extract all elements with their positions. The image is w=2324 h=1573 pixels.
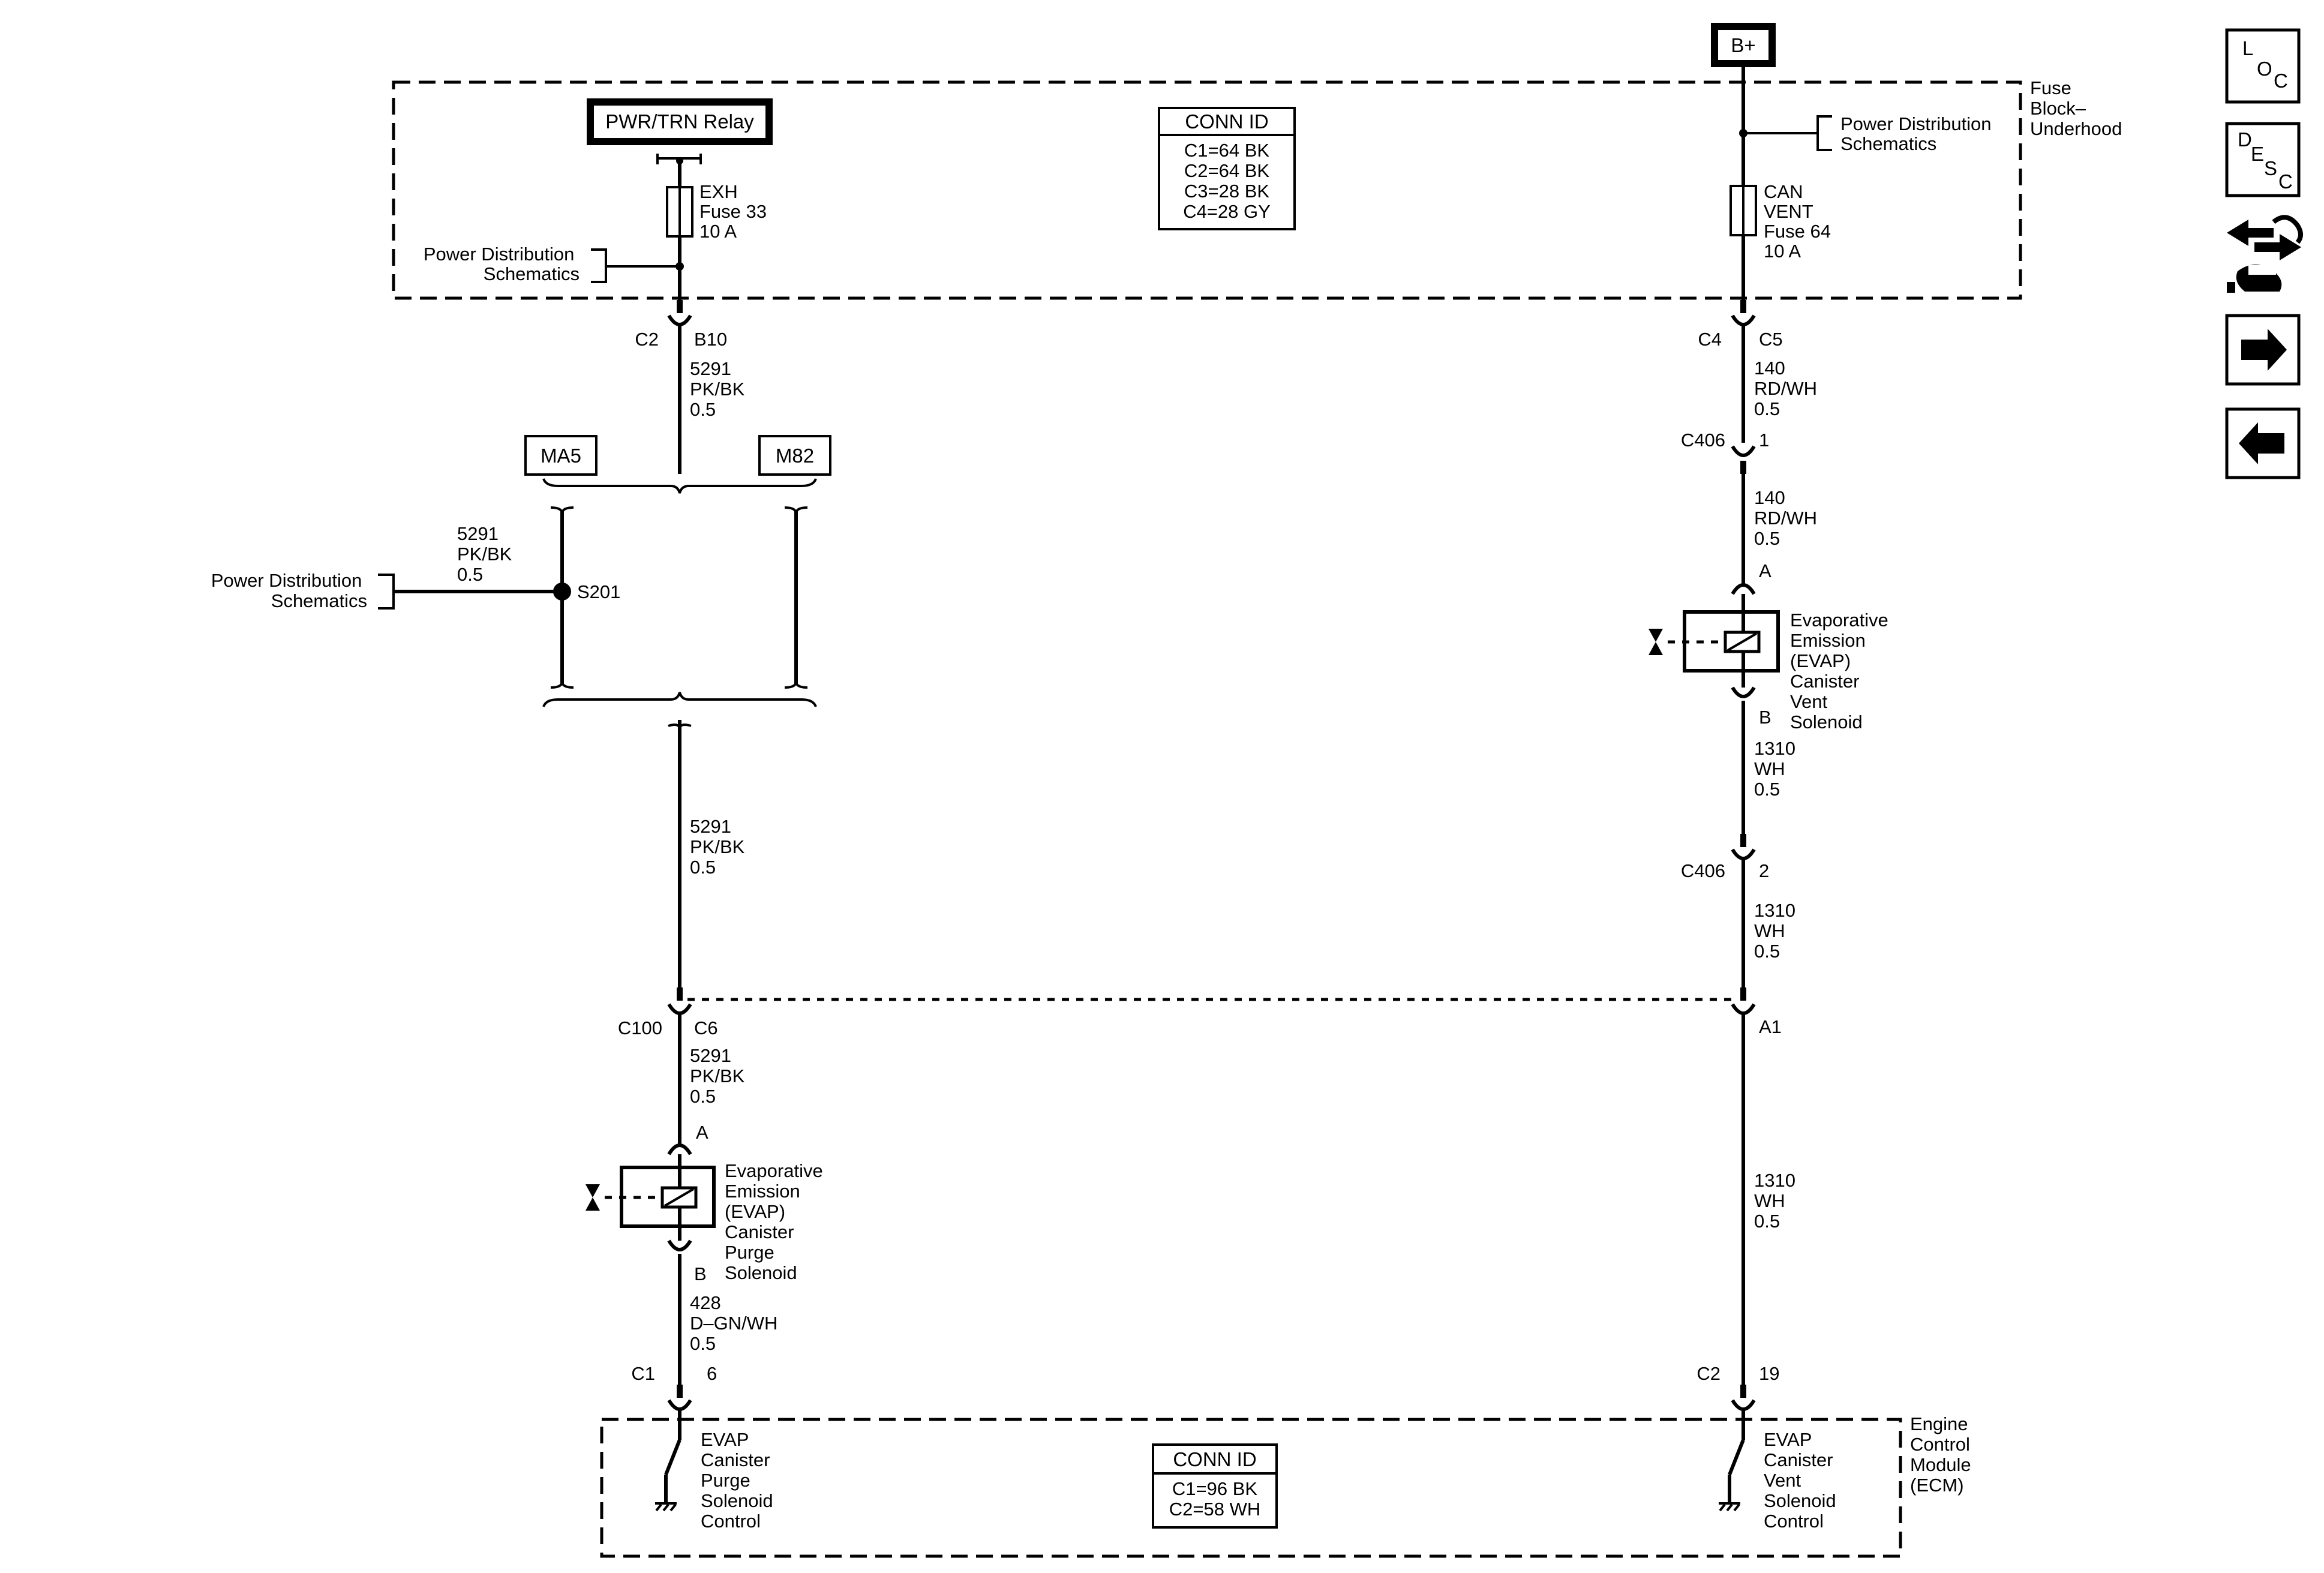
ecm-label: Engine Control Module (ECM) <box>1910 1413 1976 1496</box>
svg-text:MA5: MA5 <box>541 445 581 467</box>
power-distribution-ref-splice: Power Distribution Schematics <box>211 570 395 611</box>
connector-c100-c6: C100 C6 <box>618 987 718 1038</box>
svg-text:C3=28 BK: C3=28 BK <box>1184 181 1270 202</box>
svg-text:S201: S201 <box>577 581 620 602</box>
svg-text:M82: M82 <box>776 445 814 467</box>
connector-c1-6: C1 6 <box>631 1363 717 1411</box>
svg-text:PWR/TRN Relay: PWR/TRN Relay <box>605 110 754 133</box>
ecm-outline <box>600 1418 1902 1558</box>
option-ma5: MA5 <box>524 435 597 476</box>
svg-text:B+: B+ <box>1731 34 1755 56</box>
can-vent-fuse-64: CAN VENT Fuse 64 10 A <box>1730 181 1836 262</box>
svg-text:D: D <box>2238 128 2252 151</box>
svg-text:C2: C2 <box>635 329 659 350</box>
wire-label-5291-bottom: 5291 PK/BK 0.5 <box>690 1045 750 1107</box>
option-bar-m82 <box>784 506 808 689</box>
svg-text:2: 2 <box>1759 860 1769 881</box>
svg-text:C406: C406 <box>1681 860 1725 881</box>
wire-label-1310-top: 1310 WH 0.5 <box>1754 738 1801 800</box>
svg-text:EXH Fuse 33 10 A: EXH Fuse 33 10 A <box>699 181 772 242</box>
svg-text:Power Distribution Schem: Power Distribution Schematics <box>211 570 367 611</box>
harness-connector-icon[interactable] <box>2227 215 2303 293</box>
connector-c406-pin1: C406 1 <box>1681 430 1769 474</box>
svg-text:Evaporative Emission: Evaporative Emission (EVAP) Canister Ven… <box>1790 610 1893 733</box>
svg-text:A: A <box>696 1122 708 1143</box>
description-button[interactable]: D E S C <box>2225 122 2301 197</box>
svg-text:C2=64 BK: C2=64 BK <box>1184 160 1270 181</box>
ecm-purge-control: EVAP Canister Purge Solenoid Control <box>655 1429 778 1532</box>
svg-text:Evaporative Emission: Evaporative Emission (EVAP) Canister Pur… <box>725 1160 828 1283</box>
wire-label-140-bottom: 140 RD/WH 0.5 <box>1754 487 1822 549</box>
connector-c2-19: C2 19 <box>1697 1363 1779 1411</box>
wire-label-5291-mid: 5291 PK/BK 0.5 <box>690 816 750 878</box>
option-brace-top <box>542 478 817 494</box>
wire-label-140-top: 140 RD/WH 0.5 <box>1754 358 1822 419</box>
svg-text:E: E <box>2251 143 2264 165</box>
wire-label-1310-mid: 1310 WH 0.5 <box>1754 900 1801 962</box>
evap-vent-solenoid: A B Evaporative Emission (EVAP) Canister… <box>1649 560 1893 733</box>
power-distribution-ref-left: Power Distribution Schematics <box>424 244 607 284</box>
svg-text:B: B <box>1759 707 1771 728</box>
wire-label-5291-splice: 5291 PK/BK 0.5 <box>457 523 517 585</box>
fuse-block-label: Fuse Block– Underhood <box>2030 77 2122 139</box>
pwr-trn-relay: PWR/TRN Relay <box>587 98 773 145</box>
arrow-left-icon <box>2239 422 2284 464</box>
wire-label-1310-bottom: 1310 WH 0.5 <box>1754 1170 1801 1232</box>
next-button[interactable] <box>2225 314 2301 386</box>
svg-text:A: A <box>1759 560 1771 581</box>
svg-text:Power Distribution Schem: Power Distribution Schematics <box>424 244 580 284</box>
svg-text:CAN VENT Fuse 64: CAN VENT Fuse 64 10 A <box>1764 181 1836 262</box>
option-m82: M82 <box>758 435 831 476</box>
svg-text:B10: B10 <box>694 329 727 350</box>
svg-text:6: 6 <box>707 1363 717 1384</box>
location-button[interactable]: L O C <box>2225 28 2301 104</box>
svg-text:C406: C406 <box>1681 430 1725 451</box>
svg-text:1: 1 <box>1759 430 1769 451</box>
svg-text:C6: C6 <box>694 1017 718 1038</box>
svg-text:B: B <box>694 1263 707 1284</box>
relay-contact-symbol <box>656 154 702 187</box>
exh-fuse-33: EXH Fuse 33 10 A <box>666 181 772 242</box>
connector-c4-c5: C4 C5 <box>1698 300 1783 350</box>
svg-text:Power Distribution Schem: Power Distribution Schematics <box>1840 113 1996 154</box>
svg-text:C2: C2 <box>1697 1363 1721 1384</box>
battery-positive-source: B+ <box>1711 23 1776 67</box>
svg-text:19: 19 <box>1759 1363 1779 1384</box>
svg-text:EVAP Canister Vent: EVAP Canister Vent Solenoid Control <box>1764 1429 1841 1532</box>
svg-text:O: O <box>2257 58 2272 80</box>
splice-s201: S201 <box>395 581 620 602</box>
arrow-right-icon <box>2241 329 2287 371</box>
svg-text:C1: C1 <box>631 1363 655 1384</box>
svg-text:CONN ID: CONN ID <box>1173 1448 1256 1470</box>
connector-c406-pin2: C406 2 <box>1681 834 1769 881</box>
svg-text:C: C <box>2274 70 2288 92</box>
svg-text:L: L <box>2242 37 2253 59</box>
svg-text:C2=58 WH: C2=58 WH <box>1169 1499 1260 1520</box>
previous-button[interactable] <box>2225 407 2301 479</box>
wire-label-5291-top: 5291 PK/BK 0.5 <box>690 358 750 420</box>
conn-id-table-top: CONN ID C1=64 BK C2=64 BK C3=28 BK C4=28… <box>1158 107 1296 230</box>
svg-text:C100: C100 <box>618 1017 662 1038</box>
wire-label-428: 428 D–GN/WH 0.5 <box>690 1292 783 1354</box>
svg-text:S: S <box>2264 157 2277 179</box>
svg-text:C4=28 GY: C4=28 GY <box>1183 201 1271 222</box>
svg-text:C4: C4 <box>1698 329 1722 350</box>
power-distribution-ref-right: Power Distribution Schematics <box>1816 113 1996 154</box>
option-brace-bottom <box>542 692 817 707</box>
svg-text:CONN ID: CONN ID <box>1185 110 1268 133</box>
evap-purge-solenoid: A B Evaporative Emission (EVAP) Canister… <box>585 1122 828 1284</box>
svg-text:EVAP Canister Purg: EVAP Canister Purge Solenoid Control <box>701 1429 778 1532</box>
connector-c100-a1: A1 <box>1731 987 1782 1037</box>
svg-text:A1: A1 <box>1759 1016 1782 1037</box>
svg-text:C5: C5 <box>1759 329 1783 350</box>
svg-text:C1=96 BK: C1=96 BK <box>1172 1478 1258 1499</box>
svg-text:C1=64 BK: C1=64 BK <box>1184 140 1270 161</box>
ecm-vent-control: EVAP Canister Vent Solenoid Control <box>1719 1429 1841 1532</box>
svg-text:C: C <box>2278 170 2293 193</box>
fuse-block-outline <box>392 80 2022 300</box>
conn-id-table-bottom: CONN ID C1=96 BK C2=58 WH <box>1152 1443 1278 1529</box>
